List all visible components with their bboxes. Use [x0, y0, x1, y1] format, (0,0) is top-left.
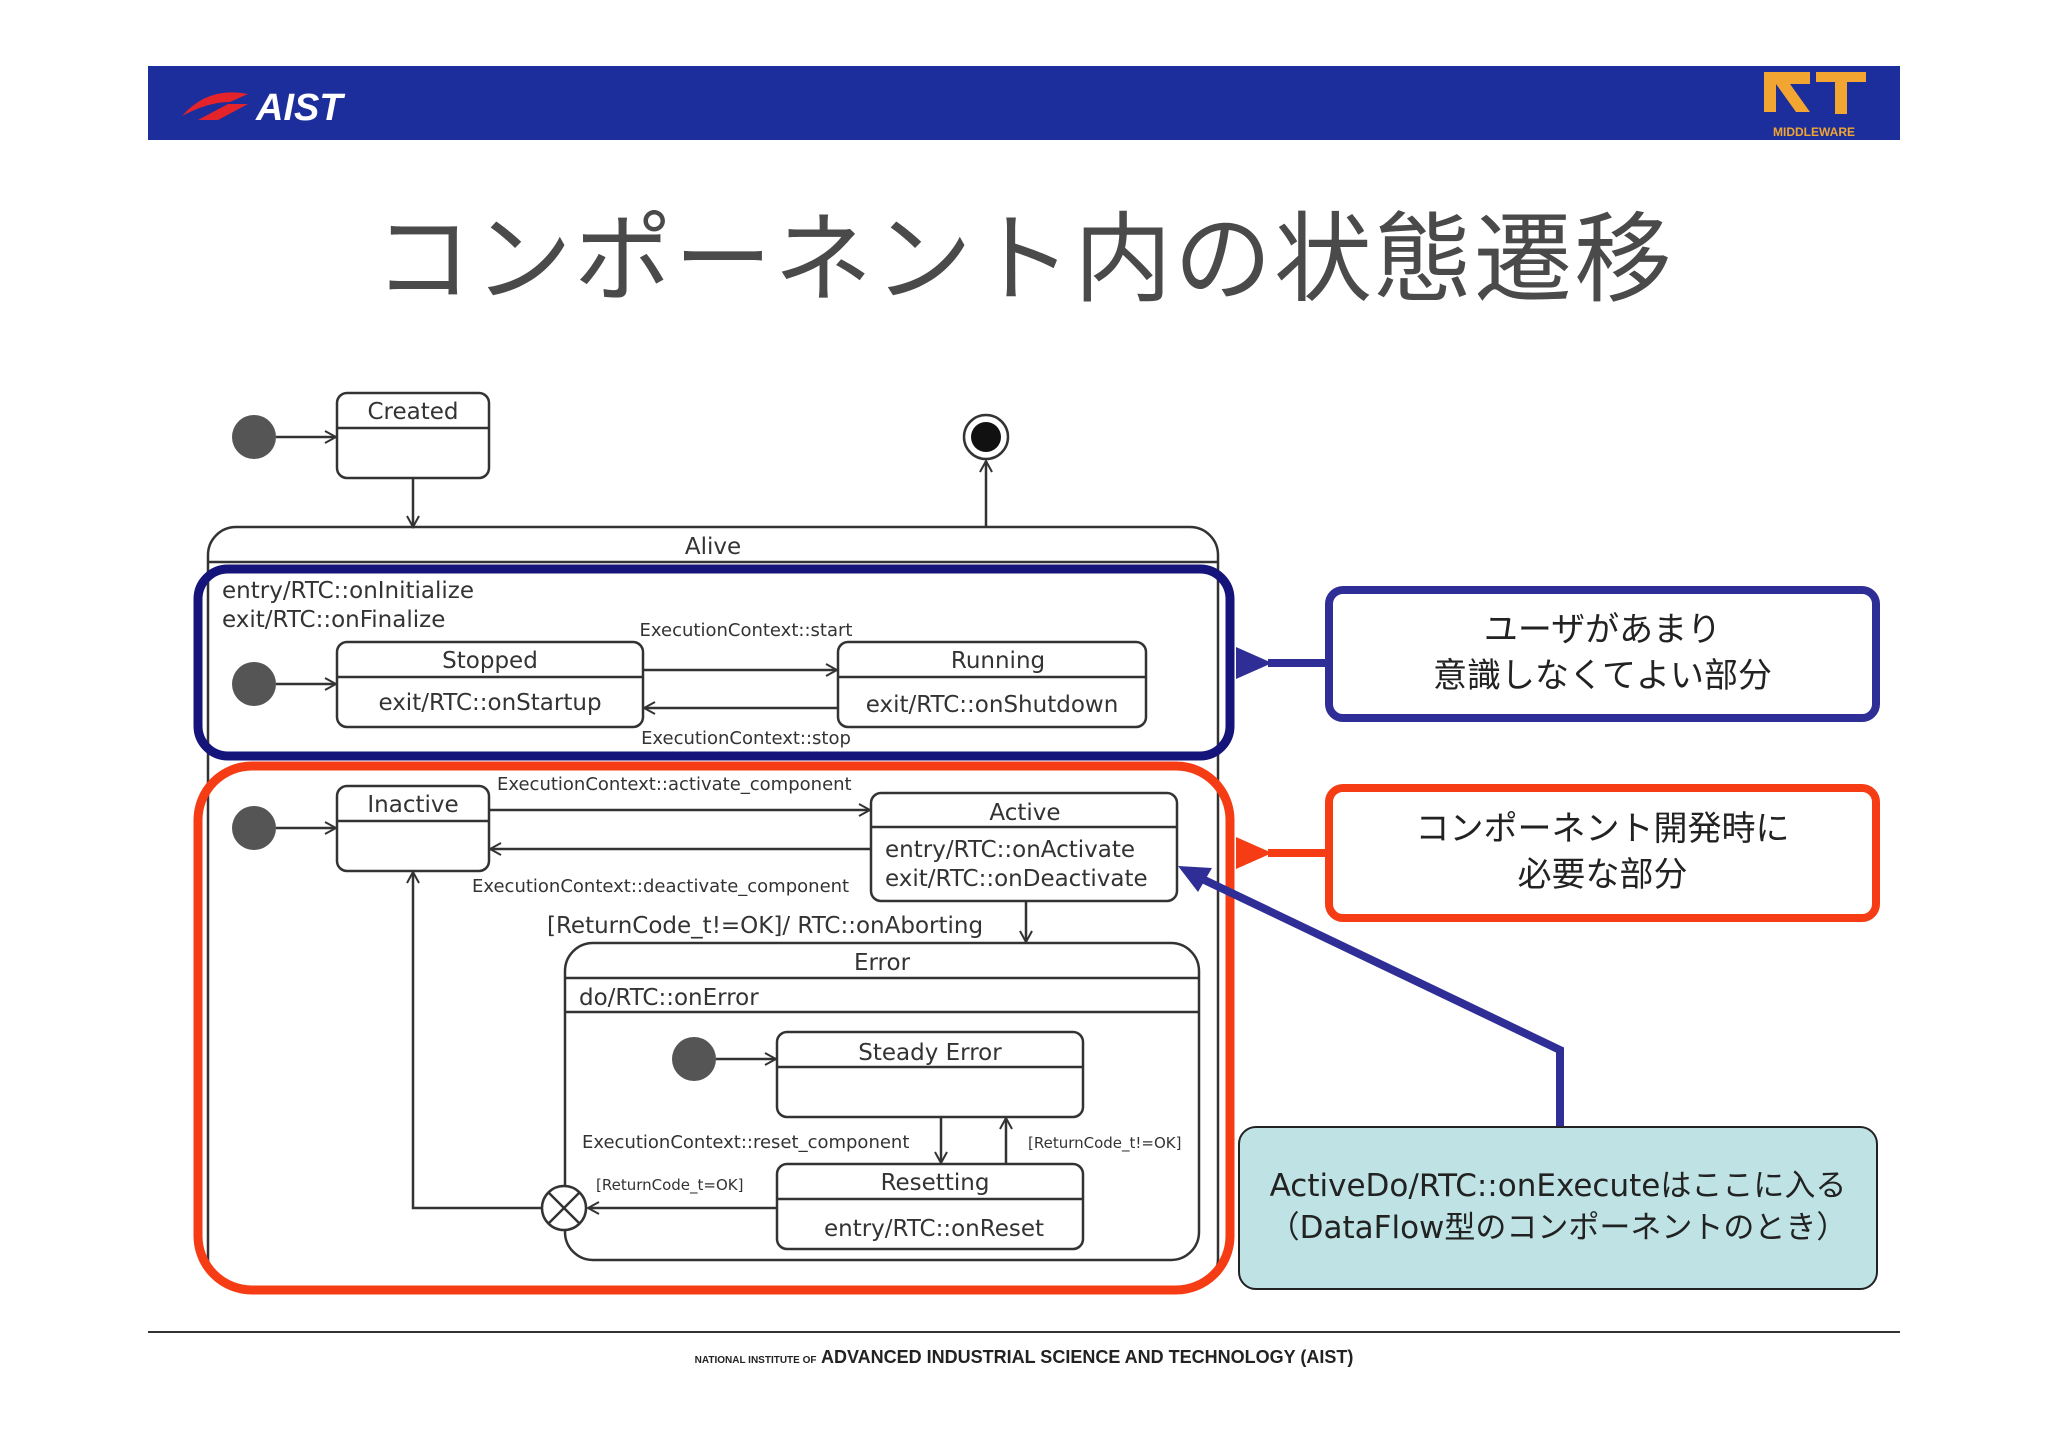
label-ec-reset: ExecutionContext::reset_component: [582, 1132, 909, 1153]
initial-state-stopped: [232, 662, 276, 706]
state-stopped: [335, 640, 645, 729]
footer-divider: [148, 1331, 1900, 1333]
footer-institute-name: ADVANCED INDUSTRIAL SCIENCE AND TECHNOLO…: [820, 1347, 1354, 1367]
initial-state-inactive: [232, 806, 276, 850]
initial-state-top: [232, 415, 276, 459]
label-ec-stop: ExecutionContext::stop: [641, 728, 851, 749]
rt-logo-subtitle: MIDDLEWARE: [1773, 125, 1855, 139]
aist-logo-swoosh: [182, 92, 248, 116]
cyan-callout-arrowhead: [1178, 866, 1212, 892]
state-running: [836, 640, 1148, 729]
callout-blue-line2: 意識しなくてよい部分: [1433, 656, 1772, 696]
transition-to-inactive-after-reset: [413, 872, 542, 1210]
label-active-entry: entry/RTC::onActivate: [885, 837, 1135, 863]
callout-user-unaware: ユーザがあまり 意識しなくてよい部分: [1325, 586, 1880, 722]
rt-middleware-logo: MIDDLEWARE: [1764, 72, 1866, 139]
callout-red-line1: コンポーネント開発時に: [1415, 809, 1790, 850]
state-active: [869, 791, 1179, 903]
label-guard-ok: [ReturnCode_t=OK]: [596, 1176, 743, 1195]
blue-highlight-frame: [193, 564, 1235, 761]
label-steady-error: Steady Error: [858, 1040, 1002, 1066]
aist-logo-text: AIST: [255, 87, 345, 129]
label-exit-finalize: exit/RTC::onFinalize: [222, 607, 445, 633]
state-resetting: [775, 1162, 1085, 1251]
label-resetting-entry: entry/RTC::onReset: [824, 1216, 1044, 1242]
callout-cyan-line1: ActiveDo/RTC::onExecuteはここに入る: [1269, 1168, 1847, 1205]
header-bar: [148, 66, 1900, 140]
state-steady-error: [775, 1030, 1085, 1119]
aist-logo-swoosh-lower: [198, 104, 248, 120]
red-highlight-frame: [193, 761, 1235, 1295]
final-state-inner: [971, 422, 1001, 452]
label-running: Running: [951, 648, 1045, 674]
label-ec-activate: ExecutionContext::activate_component: [497, 774, 852, 795]
label-aborting: [ReturnCode_t!=OK]/ RTC::onAborting: [547, 913, 983, 939]
choice-cross-2: [548, 1192, 580, 1224]
footer: NATIONAL INSTITUTE OF ADVANCED INDUSTRIA…: [0, 1347, 2048, 1368]
callout-cyan-line2: （DataFlow型のコンポーネントのとき）: [1268, 1210, 1848, 1246]
label-stopped-action: exit/RTC::onStartup: [378, 690, 601, 716]
callout-red-line2: 必要な部分: [1517, 855, 1688, 895]
label-created: Created: [367, 399, 458, 425]
label-ec-deactivate: ExecutionContext::deactivate_component: [472, 876, 849, 897]
label-inactive: Inactive: [367, 792, 458, 818]
label-active-exit: exit/RTC::onDeactivate: [885, 866, 1148, 892]
footer-small-text: NATIONAL INSTITUTE OF: [694, 1355, 817, 1366]
label-error: Error: [854, 950, 911, 976]
label-ec-start: ExecutionContext::start: [640, 620, 853, 641]
label-guard-not-ok: [ReturnCode_t!=OK]: [1028, 1134, 1182, 1153]
label-active: Active: [989, 800, 1060, 826]
cyan-callout-connector: [1194, 872, 1564, 1126]
aist-logo: AIST: [182, 87, 345, 129]
label-stopped: Stopped: [442, 648, 538, 674]
rt-logo-t: [1816, 72, 1866, 114]
label-error-do: do/RTC::onError: [579, 985, 759, 1011]
label-alive: Alive: [685, 534, 741, 560]
label-running-action: exit/RTC::onShutdown: [866, 692, 1119, 718]
initial-state-steady-error: [672, 1037, 716, 1081]
callout-developer-needed: コンポーネント開発時に 必要な部分: [1325, 784, 1880, 922]
callout-blue-line1: ユーザがあまり: [1483, 610, 1722, 651]
rt-logo-r: [1764, 72, 1810, 112]
slide-title: コンポーネント内の状態遷移: [373, 203, 1674, 317]
callout-on-execute: ActiveDo/RTC::onExecuteはここに入る （DataFlow型…: [1238, 1126, 1878, 1290]
label-entry-initialize: entry/RTC::onInitialize: [222, 578, 474, 604]
label-resetting: Resetting: [881, 1170, 990, 1196]
